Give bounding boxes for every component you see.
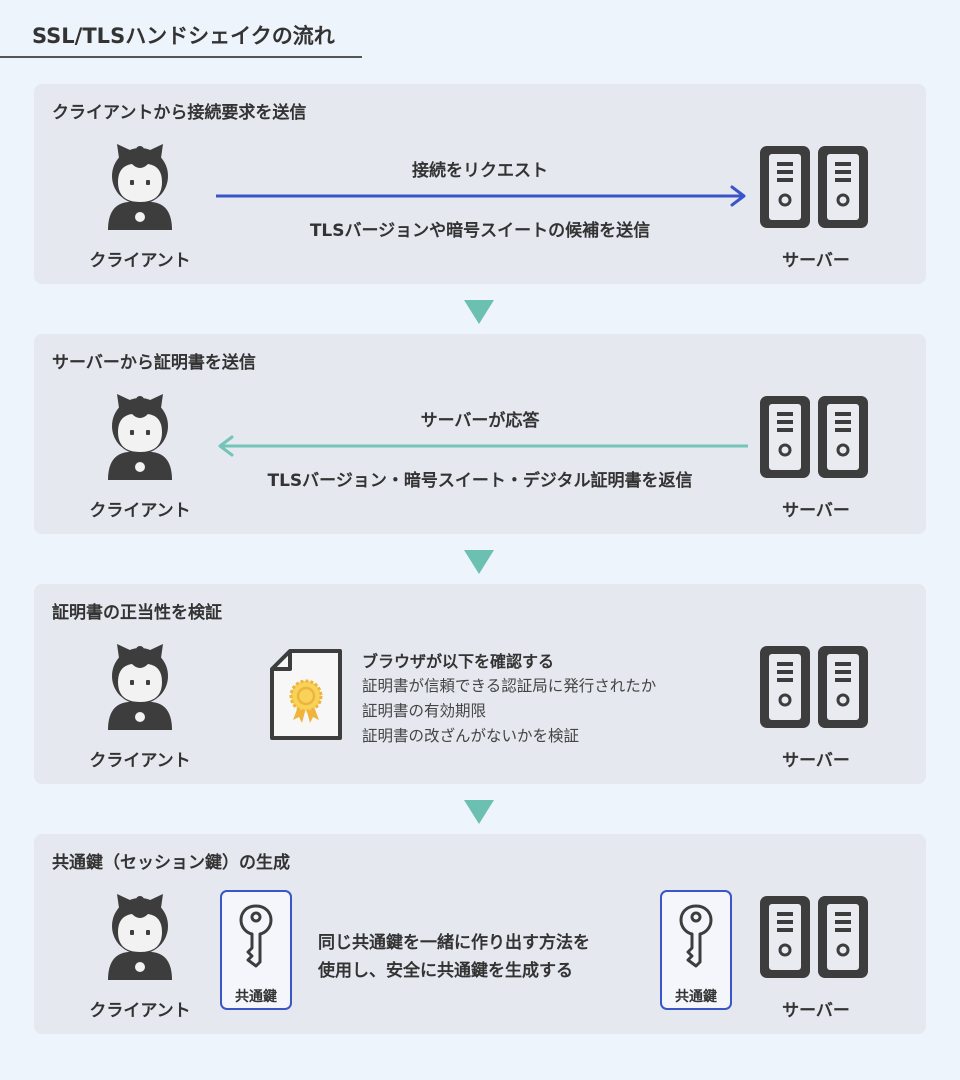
step-title: 共通鍵（セッション鍵）の生成 — [52, 853, 290, 873]
key-icon — [678, 904, 714, 968]
client-label: クライアント — [89, 501, 191, 521]
arrow-label-bottom: TLSバージョン・暗号スイート・デジタル証明書を返信 — [267, 471, 693, 491]
server-label: サーバー — [782, 1001, 850, 1021]
arrow-left-icon — [218, 435, 748, 457]
server-shared-key: 共通鍵 — [660, 890, 732, 1010]
client-label: クライアント — [89, 751, 191, 771]
check-item: 証明書の改ざんがないかを検証 — [362, 727, 580, 745]
client-icon — [100, 892, 180, 982]
server-label: サーバー — [782, 251, 850, 271]
server-icon — [758, 644, 870, 730]
key-label: 共通鍵 — [235, 989, 277, 1005]
client-label: クライアント — [89, 1001, 191, 1021]
key-generation-text-line: 同じ共通鍵を一緒に作り出す方法を — [318, 933, 590, 953]
check-item: 証明書が信頼できる認証局に発行されたか — [362, 677, 657, 695]
page-title: SSL/TLSハンドシェイクの流れ — [32, 24, 335, 48]
down-triangle-icon — [464, 550, 494, 574]
arrow-label-top: サーバーが応答 — [420, 411, 540, 431]
key-icon — [238, 904, 274, 968]
key-label: 共通鍵 — [675, 989, 717, 1005]
step-title: 証明書の正当性を検証 — [52, 603, 222, 623]
client-icon — [100, 642, 180, 732]
step-title: サーバーから証明書を送信 — [52, 353, 256, 373]
step-verify-certificate: 証明書の正当性を検証 クライアント ブラウザが以下を確認する 証明書が信頼できる… — [34, 584, 926, 784]
step-generate-session-key: 共通鍵（セッション鍵）の生成 クライアント 共通鍵 同じ共通鍵を一緒に作り出す方… — [34, 834, 926, 1034]
title-underline — [0, 56, 362, 58]
down-triangle-icon — [464, 300, 494, 324]
server-label: サーバー — [782, 751, 850, 771]
key-generation-text-line: 使用し、安全に共通鍵を生成する — [318, 961, 573, 981]
server-icon — [758, 144, 870, 230]
server-icon — [758, 394, 870, 480]
check-item: 証明書の有効期限 — [362, 702, 487, 720]
check-heading: ブラウザが以下を確認する — [362, 652, 555, 671]
client-shared-key: 共通鍵 — [220, 890, 292, 1010]
client-label: クライアント — [89, 251, 191, 271]
arrow-right-icon — [216, 185, 746, 207]
arrow-label-top: 接続をリクエスト — [412, 161, 548, 181]
step-connect-request: クライアントから接続要求を送信 クライアント 接続をリクエスト TLSバージョン… — [34, 84, 926, 284]
step-send-certificate: サーバーから証明書を送信 クライアント サーバーが応答 TLSバージョン・暗号ス… — [34, 334, 926, 534]
certificate-icon — [270, 649, 342, 740]
step-title: クライアントから接続要求を送信 — [52, 103, 307, 123]
arrow-label-bottom: TLSバージョンや暗号スイートの候補を送信 — [309, 221, 651, 241]
server-label: サーバー — [782, 501, 850, 521]
server-icon — [758, 894, 870, 980]
client-icon — [100, 392, 180, 482]
client-icon — [100, 142, 180, 232]
down-triangle-icon — [464, 800, 494, 824]
